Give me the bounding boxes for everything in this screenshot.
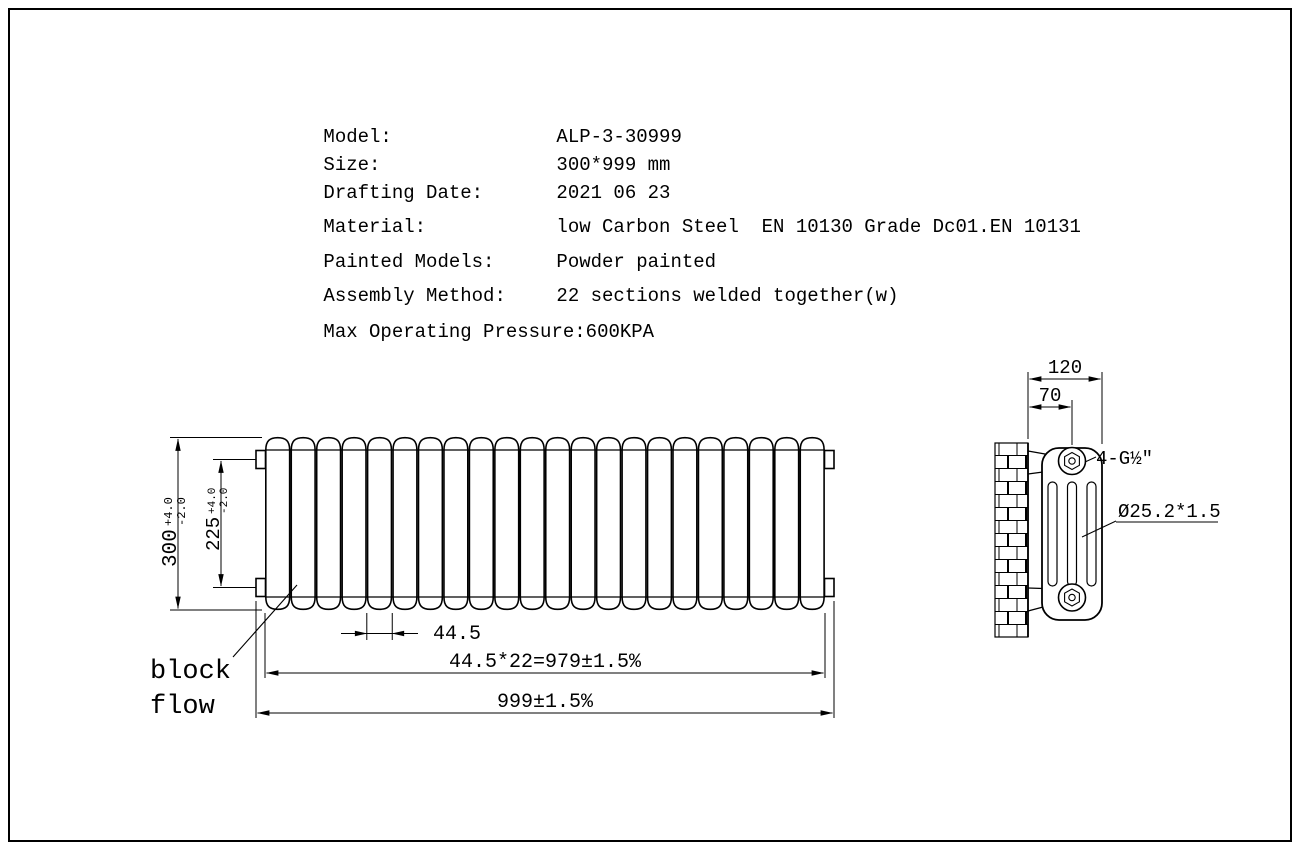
dim-depth	[1027, 372, 1103, 444]
spec-row-date: Drafting Date: 2021 06 23	[255, 160, 670, 226]
spec-row-assembly: Assembly Method: 22 sections welded toget…	[255, 263, 898, 329]
dim-pitch-tol-minus: -2.0	[219, 488, 231, 514]
spec-label: Model:	[323, 126, 392, 148]
dim-section	[341, 613, 418, 640]
thread-connection-bottom	[1057, 583, 1087, 612]
spec-row-pressure: Max Operating Pressure:600KPA	[255, 299, 654, 365]
label-flow: flow	[150, 692, 215, 722]
front-view: 300 +4.0 -2.0 225 +4.0 -2.0	[150, 436, 835, 722]
spec-row-painted: Painted Models: Powder painted	[255, 229, 716, 295]
side-view: 120 70 4-G½″ Ø25.2*1.5	[994, 357, 1221, 638]
tube-leader-line	[1081, 520, 1117, 538]
spec-label: Assembly Method:	[323, 285, 506, 307]
wall-brick-hatch	[994, 442, 1029, 638]
label-thread: 4-G½″	[1096, 448, 1153, 470]
dim-overall-value: 999±1.5%	[497, 691, 594, 714]
spec-value: 300*999 mm	[556, 154, 671, 176]
drawing-border-frame	[8, 8, 1292, 842]
dim-height-value: 300	[160, 529, 183, 567]
spec-label: Max Operating Pressure:	[323, 321, 586, 343]
spec-label: Painted Models:	[323, 251, 495, 273]
dim-pitch	[213, 459, 256, 588]
dim-height-tol-plus: +4.0	[162, 497, 176, 526]
spec-label: Size:	[323, 154, 381, 176]
dim-depth-value: 120	[1048, 357, 1082, 379]
dim-height-text: 300 +4.0 -2.0	[160, 497, 189, 567]
dim-overall	[255, 601, 835, 718]
thread-leader-line	[1084, 456, 1097, 463]
spec-value: ALP-3-30999	[556, 126, 682, 148]
dim-inlet-offset	[1028, 400, 1073, 445]
spec-value: 600KPA	[585, 321, 655, 343]
spec-label: Drafting Date:	[323, 182, 484, 204]
block-leader-line	[232, 584, 298, 658]
radiator-sections	[264, 436, 825, 611]
dim-section-value: 44.5	[433, 623, 481, 646]
label-block: block	[150, 657, 231, 687]
dim-pitch-text: 225 +4.0 -2.0	[203, 488, 231, 551]
dim-height	[170, 437, 262, 611]
spec-row-size: Size: 300*999 mm	[255, 132, 670, 198]
label-tube: Ø25.2*1.5	[1118, 501, 1221, 523]
dim-pitch-value: 225	[203, 517, 225, 551]
dim-inlet-offset-value: 70	[1039, 385, 1062, 407]
dim-pitch-tol-plus: +4.0	[207, 488, 219, 514]
dim-sections-total	[264, 613, 826, 678]
spec-value: Powder painted	[556, 251, 717, 273]
spec-row-model: Model: ALP-3-30999	[255, 104, 682, 170]
spec-value: 22 sections welded together(w)	[556, 285, 899, 307]
spec-row-material: Material: low Carbon Steel EN 10130 Grade…	[255, 194, 1081, 260]
dim-sections-total-value: 44.5*22=979±1.5%	[449, 651, 642, 674]
spec-value: low Carbon Steel EN 10130 Grade Dc01.EN …	[556, 216, 1081, 238]
spec-label: Material:	[323, 216, 427, 238]
thread-connection-top	[1057, 446, 1087, 476]
spec-value: 2021 06 23	[556, 182, 671, 204]
dim-height-tol-minus: -2.0	[175, 497, 189, 526]
